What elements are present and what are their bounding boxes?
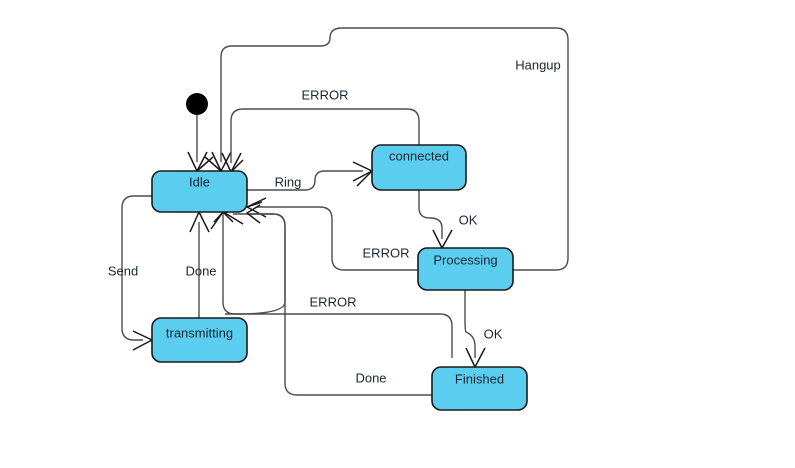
transition-ring[interactable] [247,161,373,191]
initial-state-node [186,93,208,115]
state-box-idle[interactable] [151,170,248,213]
edge-label-error-connected: ERROR [302,87,349,102]
edge-label-error-transmitting: ERROR [310,294,357,309]
edge-label-error-processing: ERROR [363,245,410,260]
transition-done-finished[interactable] [246,204,432,396]
transition-ok-processing[interactable] [418,190,453,249]
state-box-transmitting[interactable] [151,317,248,363]
state-node-transmitting[interactable]: transmitting [151,317,248,363]
edge-label-done-finished: Done [355,370,386,385]
transition-error-transmitting[interactable] [224,204,286,315]
state-box-finished[interactable] [431,366,528,411]
state-label-finished: Finished [455,371,504,386]
edge-label-ring: Ring [275,174,302,189]
state-label-transmitting: transmitting [166,325,233,340]
state-box-processing[interactable] [417,247,514,291]
edge-label-done-transmitting: Done [185,263,216,278]
transition-initial [187,115,214,172]
state-node-processing[interactable]: Processing [417,247,514,291]
state-label-processing: Processing [433,252,497,267]
edge-label-ok-finished: OK [484,326,503,341]
state-node-finished[interactable]: Finished [431,366,528,411]
edge-label-send: Send [108,263,138,278]
state-node-idle[interactable]: Idle [151,170,248,213]
transition-ok-finished[interactable] [464,290,486,368]
state-box-connected[interactable] [371,144,467,191]
state-node-connected[interactable]: connected [371,144,467,191]
edge-label-hangup: Hangup [515,57,561,72]
state-label-connected: connected [389,148,449,163]
state-label-idle: Idle [189,174,210,189]
edge-label-ok-processing: OK [459,212,478,227]
